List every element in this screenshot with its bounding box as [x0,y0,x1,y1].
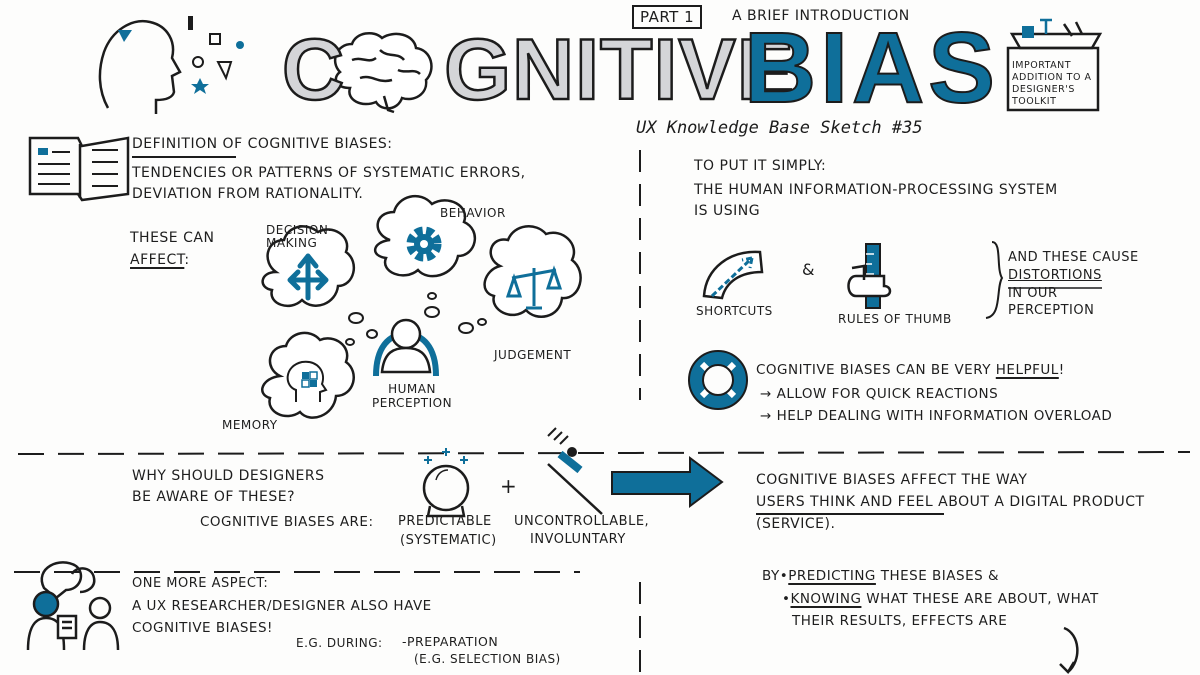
researchers-icon [26,561,120,651]
cause-line-1: AND THESE CAUSE [1008,250,1139,265]
helpful-word: HELPFUL [995,362,1059,378]
definition-line-2: DEVIATION FROM RATIONALITY. [132,186,364,202]
prep-label: -PREPARATION [402,634,499,649]
brain-icon [333,31,433,114]
predicting-word: PREDICTING [788,568,876,584]
uncontrollable-label: UNCONTROLLABLE, [514,514,650,529]
label-judgement: JUDGEMENT [494,348,572,362]
label-decision: DECISION- MAKING [266,223,334,250]
triangle-icon [118,30,132,42]
affect-line-1: COGNITIVE BIASES AFFECT THE WAY [756,472,1028,488]
sketch-label: UX Knowledge Base Sketch #35 [636,118,923,138]
divider-horizontal-middle [17,451,1191,455]
label-behavior: BEHAVIOR [440,206,506,220]
cause-line-2: DISTORTIONS [1008,268,1102,283]
definition-line-1: TENDENCIES OR PATTERNS OF SYSTEMATIC ERR… [132,165,526,181]
aspect-line-3: COGNITIVE BIASES! [132,620,273,636]
definition-heading-word: DEFINITION [132,136,218,152]
are-label: COGNITIVE BIASES ARE: [200,514,374,530]
shortcuts-label: SHORTCUTS [696,304,773,318]
part-label: PART 1 [632,5,703,29]
predict-line-3: THEIR RESULTS, EFFECTS ARE [792,613,1008,629]
users-think-feel: USERS THINK AND FEEL [756,494,934,510]
skier-icon [547,427,603,515]
helpful-bullet-1: → ALLOW FOR QUICK REACTIONS [760,386,999,402]
crystal-ball-icon [422,448,470,518]
curved-arrow-icon [1059,626,1079,675]
lifebuoy-icon [688,350,748,410]
affect-line-2: USERS THINK AND FEEL ABOUT A DIGITAL PRO… [756,494,1145,510]
title-gnitive: GNITIVE [443,20,796,119]
judgement-cloud-icon [483,225,582,318]
aspect-line-2: A UX RESEARCHER/DESIGNER ALSO HAVE [132,598,432,614]
why-line-1: WHY SHOULD DESIGNERS [132,468,325,484]
simply-line-2: THE HUMAN INFORMATION-PROCESSING SYSTEM [694,182,1058,198]
title-bias: BIAS [743,12,999,124]
toolkit-note: IMPORTANT ADDITION TO A DESIGNER'S TOOLK… [1012,60,1092,107]
predictable-label: PREDICTABLE [398,514,492,529]
head-profile-icon [98,20,182,114]
decision-cloud-icon [261,225,356,308]
book-icon [28,136,130,202]
affect-line-3: (SERVICE). [756,516,836,532]
label-memory: MEMORY [222,418,278,432]
ampersand: & [802,260,815,279]
cause-line-4: PERCEPTION [1008,303,1095,318]
eg-label: E.G. DURING: [296,636,383,650]
subtitle: A BRIEF INTRODUCTION [732,8,910,24]
plus-sign: + [500,474,518,498]
person-icon [373,318,439,377]
helpful-line: COGNITIVE BIASES CAN BE VERY HELPFUL! [756,362,1065,378]
toolbox-icon [1006,18,1103,112]
involuntary-label: INVOLUNTARY [530,532,626,547]
knowing-word: KNOWING [790,591,862,607]
shortcut-arc-icon [702,250,764,300]
title-letter-c: C [281,20,347,119]
affect-label-2: AFFECT: [130,252,190,268]
predict-line-2: •KNOWING WHAT THESE ARE ABOUT, WHAT [782,591,1099,607]
affect-word: AFFECT [130,252,185,268]
memory-cloud-icon [261,331,355,419]
prep-sub-label: (E.G. SELECTION BIAS) [414,652,561,666]
definition-heading: DEFINITION OF COGNITIVE BIASES: [132,136,393,152]
rules-label: RULES OF THUMB [838,312,952,326]
thumb-ruler-icon [847,243,892,309]
predict-line-1: BY•PREDICTING THESE BIASES & [762,568,999,584]
systematic-label: (SYSTEMATIC) [400,533,497,548]
definition-heading-rest: OF COGNITIVE BIASES: [222,136,393,152]
title-cognitive: C GNITIVE [281,20,796,120]
aspect-line-1: ONE MORE ASPECT: [132,576,269,591]
affect-label-1: THESE CAN [130,230,215,246]
why-line-2: BE AWARE OF THESE? [132,489,295,505]
cause-line-3: IN OUR [1008,286,1058,301]
simply-line-3: IS USING [694,203,761,219]
shapes-icon [188,16,244,94]
arrow-right-icon [611,456,724,508]
helpful-bullet-2: → HELP DEALING WITH INFORMATION OVERLOAD [760,408,1113,424]
simply-line-1: TO PUT IT SIMPLY: [694,158,827,174]
label-perception: HUMAN PERCEPTION [372,382,453,410]
behavior-cloud-icon [374,194,477,278]
